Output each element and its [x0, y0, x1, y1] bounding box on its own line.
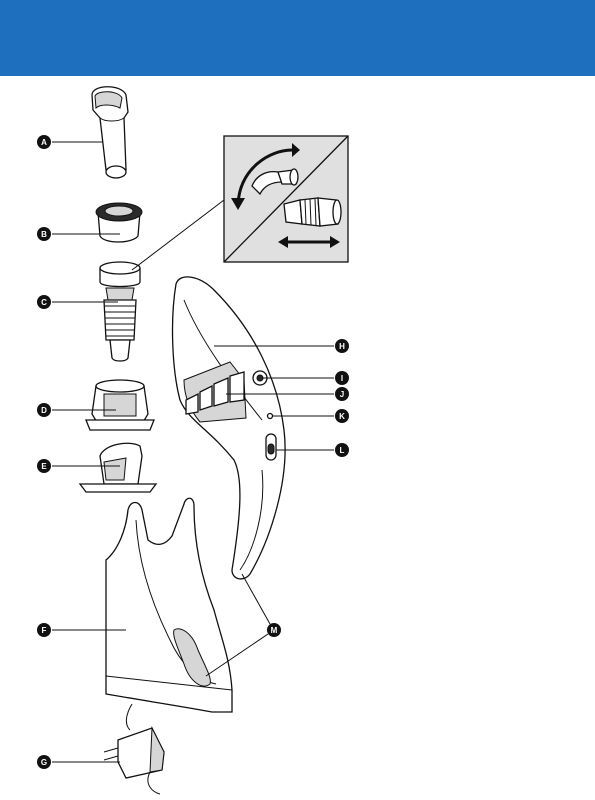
callout-label-d: D: [41, 406, 47, 415]
callout-label-m: M: [271, 626, 278, 635]
brush-part-b: [96, 203, 142, 242]
callout-label-b: B: [41, 230, 47, 239]
callout-badge-d: D: [37, 403, 51, 417]
callout-label-j: J: [340, 390, 344, 399]
charging-base-part-f: [106, 498, 232, 712]
callout-badge-b: B: [37, 227, 51, 241]
leader-c-inset: [132, 200, 224, 270]
callout-label-c: C: [41, 298, 47, 307]
dust-cup-part-e: [80, 443, 156, 492]
callout-label-e: E: [41, 462, 47, 471]
callout-badge-k: K: [335, 409, 349, 423]
crevice-nozzle-part-a: [92, 87, 128, 178]
callout-label-f: F: [42, 626, 47, 635]
callout-label-l: L: [340, 446, 345, 455]
leader-m-1: [242, 574, 270, 624]
callout-badge-e: E: [37, 459, 51, 473]
callout-label-g: G: [41, 758, 47, 767]
callout-label-h: H: [339, 342, 345, 351]
callout-badge-h: H: [335, 339, 349, 353]
callout-badge-f: F: [37, 623, 51, 637]
callout-badge-j: J: [335, 387, 349, 401]
callout-label-a: A: [41, 138, 47, 147]
flexible-hose-part-c: [100, 262, 140, 361]
callout-badge-a: A: [37, 135, 51, 149]
callout-badge-m: M: [267, 623, 281, 637]
callout-badge-l: L: [335, 443, 349, 457]
callout-label-i: I: [341, 374, 343, 383]
callout-badge-i: I: [335, 371, 349, 385]
callout-badge-g: G: [37, 755, 51, 769]
filter-part-d: [86, 380, 154, 430]
hose-usage-inset: [224, 136, 348, 262]
callout-label-k: K: [339, 412, 345, 421]
charger-adapter-part-g: [104, 704, 164, 794]
callout-badge-c: C: [37, 295, 51, 309]
